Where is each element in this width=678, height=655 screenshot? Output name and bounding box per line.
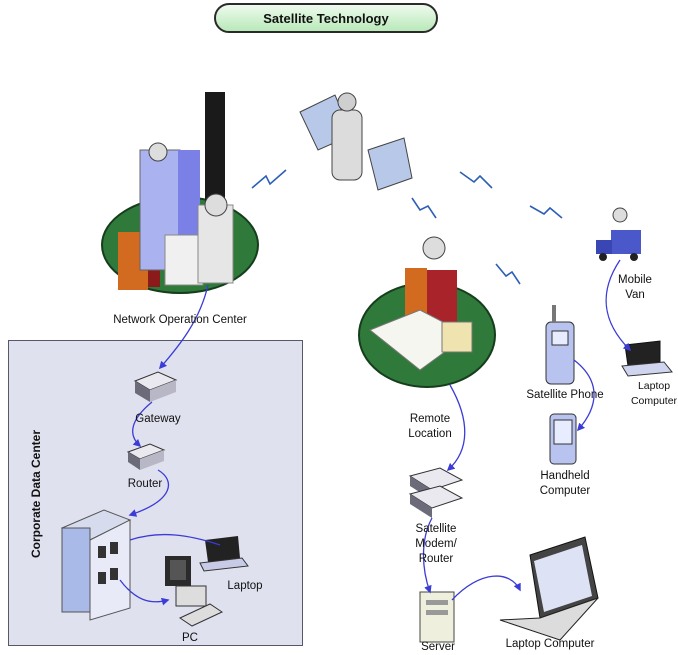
data-center-laptop-icon [199,536,249,572]
satellite-modem-router-label: Satellite Modem/ Router [415,523,457,565]
satellite-phone-icon [545,305,575,385]
data-center-laptop-label: Laptop [227,580,263,592]
router-icon [126,443,166,470]
diagram-title: Satellite Technology [214,3,438,33]
handheld-computer-label: Handheld Computer [539,470,591,497]
router-label: Router [127,478,163,490]
satellite-icon [299,92,413,191]
mobile-van-icon [596,207,641,261]
server-laptop-icon [499,536,599,641]
server-label: Server [421,641,455,653]
wireless-signal-icons [251,169,563,285]
noc-label: Network Operation Center [113,314,247,326]
remote-location-island-icon [358,236,496,388]
remote-location-label: Remote Location [408,413,452,440]
connection-lines [119,259,632,606]
handheld-computer-icon [549,413,577,465]
gateway-icon [133,371,178,402]
pc-label: PC [182,632,198,644]
pc-icon [165,556,224,627]
van-laptop-label: Laptop Computer [630,380,678,407]
van-laptop-icon [621,340,673,377]
noc-island-icon [101,92,259,294]
mobile-van-label: Mobile Van [618,274,652,301]
satellite-phone-label: Satellite Phone [526,389,604,401]
satellite-modem-router-icon [408,467,464,518]
corporate-building-icon [60,509,132,621]
server-icon [419,591,455,643]
gateway-label: Gateway [135,413,181,425]
server-laptop-label: Laptop Computer [505,638,595,650]
